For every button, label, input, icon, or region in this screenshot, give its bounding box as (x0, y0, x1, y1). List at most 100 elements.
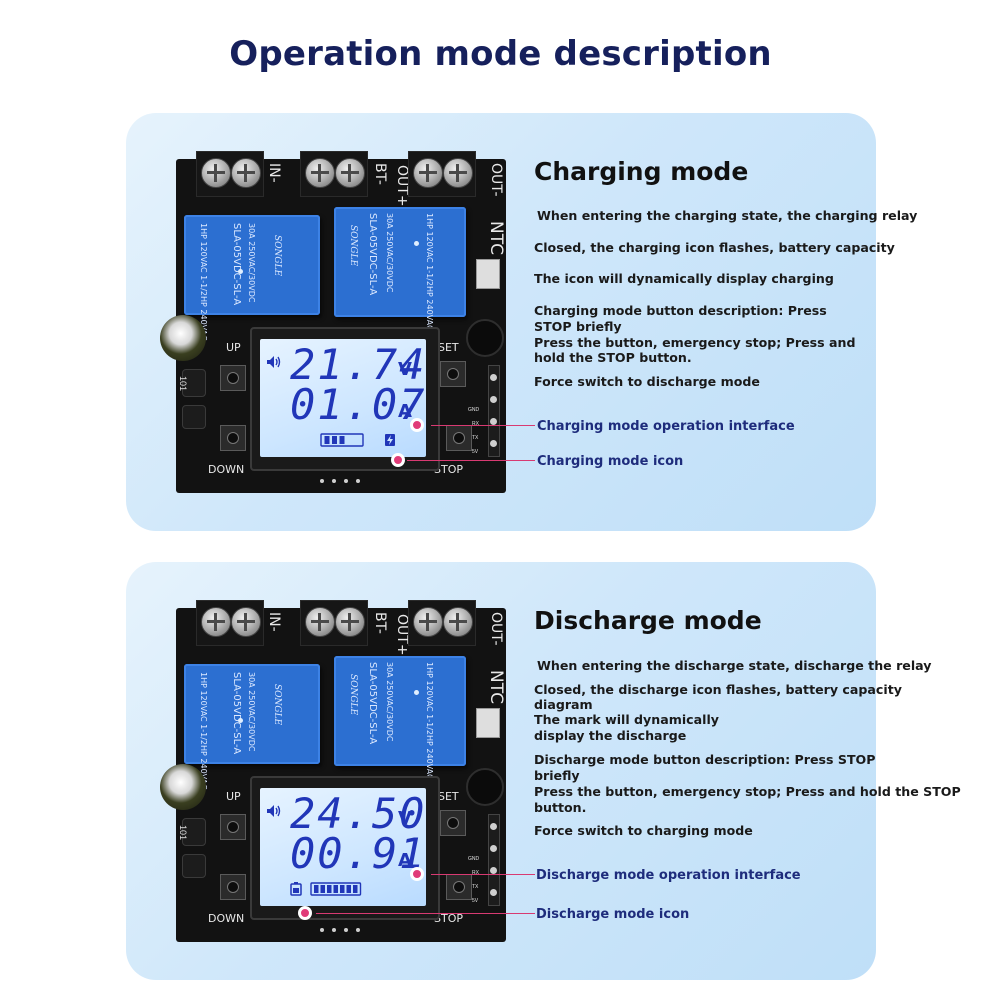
terminal-screw (305, 158, 335, 188)
discharge-desc-line: When entering the discharge state, disch… (537, 658, 932, 673)
inductor: 101 (178, 818, 206, 846)
battery-level-icon (320, 433, 364, 447)
leader-line (431, 874, 535, 875)
set-button[interactable] (440, 361, 466, 387)
relay-model-text: SLA-05VDC-SL-A (367, 213, 378, 296)
leader-dot (298, 906, 312, 920)
leader-dot (410, 418, 424, 432)
label-down: DOWN (208, 463, 245, 476)
down-button[interactable] (220, 874, 246, 900)
lcd-current-unit: A (398, 850, 412, 871)
relay-spec-text: 1HP 120VAC 1-1/2HP 240VAC (425, 213, 434, 331)
terminal-block (408, 151, 476, 197)
leader-line (407, 460, 535, 461)
leader-line (431, 425, 535, 426)
charging-mode-panel: Charging mode When entering the charging… (126, 113, 917, 531)
terminal-screw (305, 607, 335, 637)
charging-icon-callout: Charging mode icon (537, 454, 684, 469)
label-stop: STOP (434, 463, 463, 476)
stop-button[interactable] (446, 425, 472, 451)
battery-segment (327, 885, 332, 893)
relay-led (238, 718, 243, 723)
pin-pad (490, 867, 497, 874)
capacitor (160, 315, 206, 361)
terminal-screw (201, 158, 231, 188)
label-up: UP (226, 341, 241, 354)
relay-brand-text: SONGLE (348, 225, 358, 267)
relay-1: 1HP 120VAC 1-1/2HP 240VAC SLA-05VDC-SL-A… (184, 215, 320, 341)
lcd-current-value: 00.91 (290, 829, 427, 878)
io-label: RX (472, 870, 479, 876)
up-button[interactable] (220, 814, 246, 840)
battery-segment (320, 885, 325, 893)
relay-led (414, 241, 419, 246)
discharge-desc-line: display the discharge (534, 728, 687, 743)
discharge-desc-line: briefly (534, 768, 580, 783)
relay-spec-text: 30A 250VAC/30VDC (385, 213, 394, 293)
pin-pad (490, 440, 497, 447)
speaker-icon (267, 356, 281, 368)
stop-button[interactable] (446, 874, 472, 900)
buzzer (466, 319, 504, 357)
relay-2: SONGLE SLA-05VDC-SL-A 30A 250VAC/30VDC 1… (334, 656, 466, 780)
lcd-current-value: 01.07 (290, 380, 427, 429)
discharge-desc-line: diagram (534, 697, 593, 712)
pin-pad (490, 823, 497, 830)
battery-segment (332, 436, 337, 444)
up-button[interactable] (220, 365, 246, 391)
inductor: 101 (178, 369, 206, 397)
relay-brand-text: SONGLE (272, 235, 282, 277)
label-set: SET (438, 790, 459, 803)
discharge-interface-callout: Discharge mode operation interface (536, 868, 801, 883)
terminal-screw (335, 607, 365, 637)
terminal-screw (201, 607, 231, 637)
charging-mode-title: Charging mode (534, 157, 749, 186)
relay-spec-text: 30A 250VAC/30VDC (385, 662, 394, 742)
relay-2: SONGLE SLA-05VDC-SL-A 30A 250VAC/30VDC 1… (334, 207, 466, 331)
bottom-pads (320, 479, 360, 483)
charging-desc-line: Press the button, emergency stop; Press … (534, 335, 856, 350)
discharge-desc-line: Press the button, emergency stop; Press … (534, 784, 961, 799)
leader-dot (391, 453, 405, 467)
terminal-screw (413, 158, 443, 188)
lcd-voltage-unit: V (398, 359, 412, 380)
pin-pad (490, 374, 497, 381)
speaker-icon (267, 805, 281, 817)
discharge-icon-callout: Discharge mode icon (536, 907, 690, 922)
terminal-block (196, 151, 264, 197)
io-label: 5V (472, 898, 479, 904)
battery-segment (340, 885, 345, 893)
relay-spec-text: 30A 250VAC/30VDC (247, 672, 256, 752)
battery-level-icon (310, 882, 362, 896)
label-up: UP (226, 790, 241, 803)
relay-1: 1HP 120VAC 1-1/2HP 240VAC SLA-05VDC-SL-A… (184, 664, 320, 790)
relay-spec-text: 30A 250VAC/30VDC (247, 223, 256, 303)
discharge-desc-line: Closed, the discharge icon flashes, batt… (534, 682, 902, 697)
charging-desc-line: Closed, the charging icon flashes, batte… (534, 240, 895, 255)
lcd-voltage-value: 21.74 (290, 340, 427, 389)
discharge-battery-icon (290, 882, 302, 896)
discharge-desc-line: The mark will dynamically (534, 712, 719, 727)
battery-frame (320, 433, 364, 447)
pin-pad (490, 418, 497, 425)
label-out-neg: OUT- (488, 163, 504, 197)
set-button[interactable] (440, 810, 466, 836)
ntc-connector (476, 259, 500, 289)
capacitor-small (182, 405, 206, 429)
terminal-screw (231, 158, 261, 188)
buzzer (466, 768, 504, 806)
down-button[interactable] (220, 425, 246, 451)
leader-dot (410, 867, 424, 881)
capacitor (160, 764, 206, 810)
relay-brand-text: SONGLE (272, 684, 282, 726)
terminal-block (300, 600, 368, 646)
relay-model-text: SLA-05VDC-SL-A (367, 662, 378, 745)
battery-segment (333, 885, 338, 893)
battery-segment (339, 436, 345, 444)
relay-model-text: SLA-05VDC-SL-A (231, 223, 242, 306)
label-set: SET (438, 341, 459, 354)
inductor-mark: 101 (178, 376, 188, 392)
label-down: DOWN (208, 912, 245, 925)
io-label: TX (472, 435, 479, 441)
terminal-block (408, 600, 476, 646)
